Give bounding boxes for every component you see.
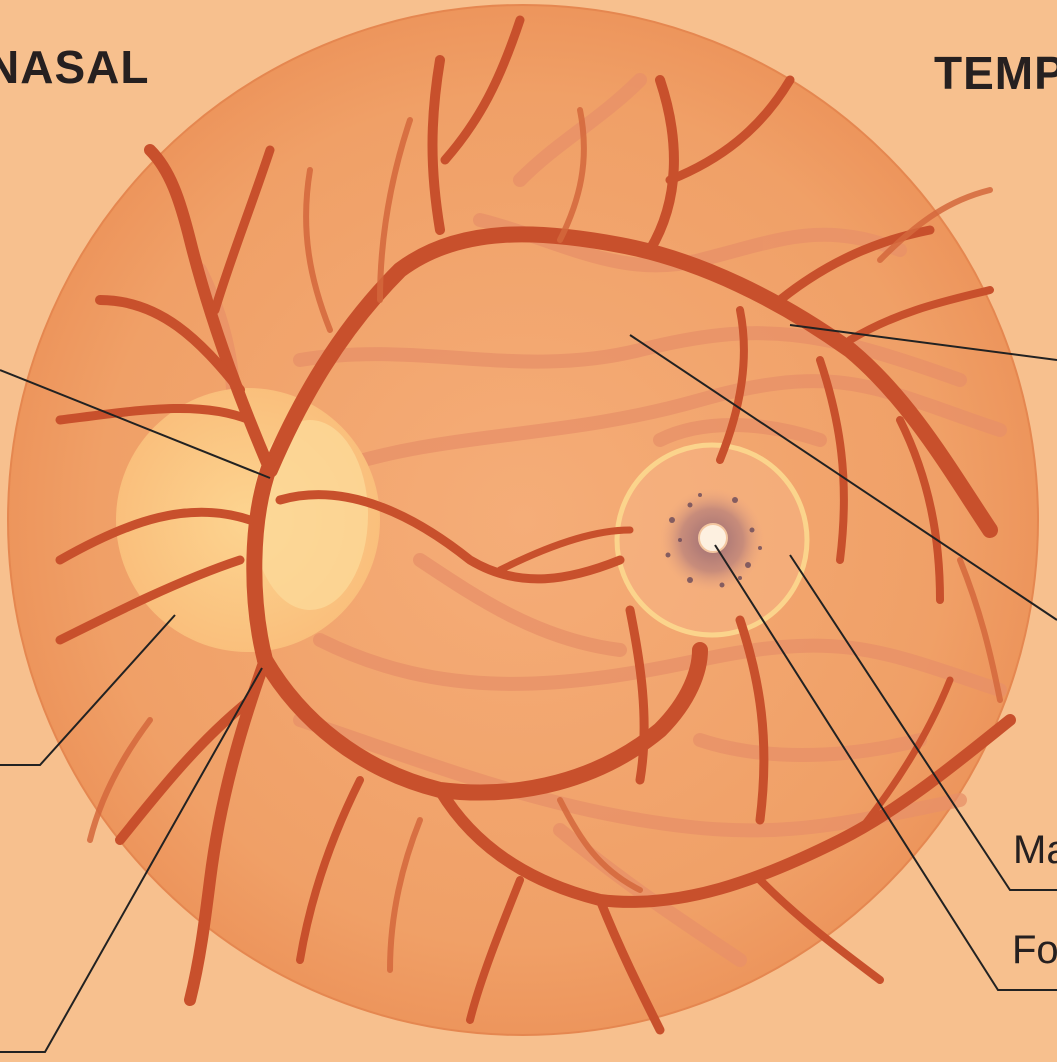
heading-temporal: TEMPORAL	[934, 50, 1057, 96]
foveola	[699, 524, 727, 552]
label-macula: Macula	[1013, 830, 1057, 870]
heading-nasal: NASAL	[0, 44, 149, 90]
label-fovea: Fovea	[1012, 930, 1057, 970]
optic-cup	[252, 420, 368, 610]
